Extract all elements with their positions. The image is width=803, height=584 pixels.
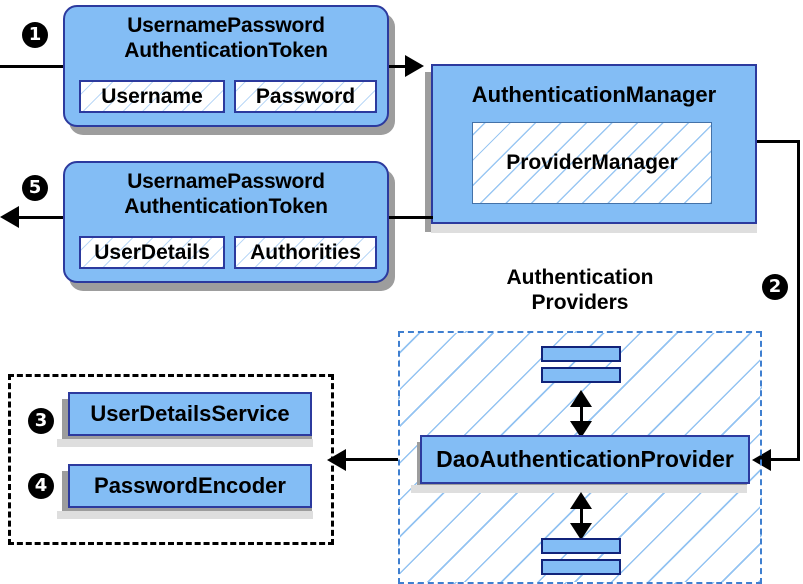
authentication-providers-title-line2: Providers [531,291,629,314]
field-authorities-label: Authorities [250,240,361,264]
providers-to-dependencies-arrowhead [327,449,346,471]
step-1-number: 1 [28,24,42,45]
userdetailsservice-shadow-light [57,439,313,447]
step-1-badge: 1 [22,22,48,48]
provider-manager-box[interactable]: ProviderManager [472,122,712,204]
field-password[interactable]: Password [234,80,377,113]
provider-link-bottom-arrow-down [570,523,592,540]
provider-link-top-arrow-down [570,421,592,438]
field-userdetails-label: UserDetails [94,240,210,264]
outgoing-response-arrowhead [0,206,19,228]
step-2-number: 2 [768,276,782,297]
outgoing-response-line [18,216,73,219]
userdetailsservice-box[interactable]: UserDetailsService [68,392,312,436]
field-username-label: Username [101,84,203,108]
request-token-title-line1: UsernamePassword [127,14,325,37]
step-5-number: 5 [28,177,42,198]
authentication-manager-shadow-light [431,224,757,233]
manager-to-providers-bottom-line [768,458,800,461]
provider-placeholder-top-1[interactable] [541,346,621,362]
provider-placeholder-top-2[interactable] [541,367,621,383]
manager-to-providers-vertical-line [797,140,800,460]
dao-authentication-provider-label: DaoAuthenticationProvider [436,446,734,472]
step-3-number: 3 [34,410,48,431]
provider-link-bottom-line [580,498,583,528]
response-token-title-line1: UsernamePassword [127,170,325,193]
provider-placeholder-bottom-2[interactable] [541,559,621,575]
authentication-manager-title: AuthenticationManager [471,82,717,107]
step-4-badge: 4 [28,473,54,499]
provider-manager-label: ProviderManager [506,151,678,174]
providers-to-dependencies-line [344,458,398,461]
token-to-manager-arrowhead [405,55,424,77]
step-4-number: 4 [34,475,48,496]
passwordencoder-box[interactable]: PasswordEncoder [68,464,312,508]
step-5-badge: 5 [22,175,48,201]
provider-link-top-line [580,396,583,426]
manager-to-response-token-line [389,216,433,219]
field-username[interactable]: Username [79,80,225,113]
dao-provider-shadow-light [411,485,747,493]
field-userdetails[interactable]: UserDetails [79,236,225,269]
step-2-badge: 2 [762,274,788,300]
authentication-providers-title: Authentication Providers [460,265,700,315]
incoming-request-line [0,65,70,68]
passwordencoder-label: PasswordEncoder [94,473,286,498]
field-authorities[interactable]: Authorities [234,236,377,269]
request-token-title-line2: AuthenticationToken [124,39,328,62]
provider-placeholder-bottom-1[interactable] [541,538,621,554]
manager-to-providers-top-line [757,140,800,143]
userdetailsservice-label: UserDetailsService [90,401,290,426]
dao-authentication-provider-box[interactable]: DaoAuthenticationProvider [420,435,750,484]
response-token-title-line2: AuthenticationToken [124,195,328,218]
passwordencoder-shadow-light [57,511,313,519]
field-password-label: Password [255,84,356,108]
step-3-badge: 3 [28,408,54,434]
authentication-providers-title-line1: Authentication [506,266,654,289]
